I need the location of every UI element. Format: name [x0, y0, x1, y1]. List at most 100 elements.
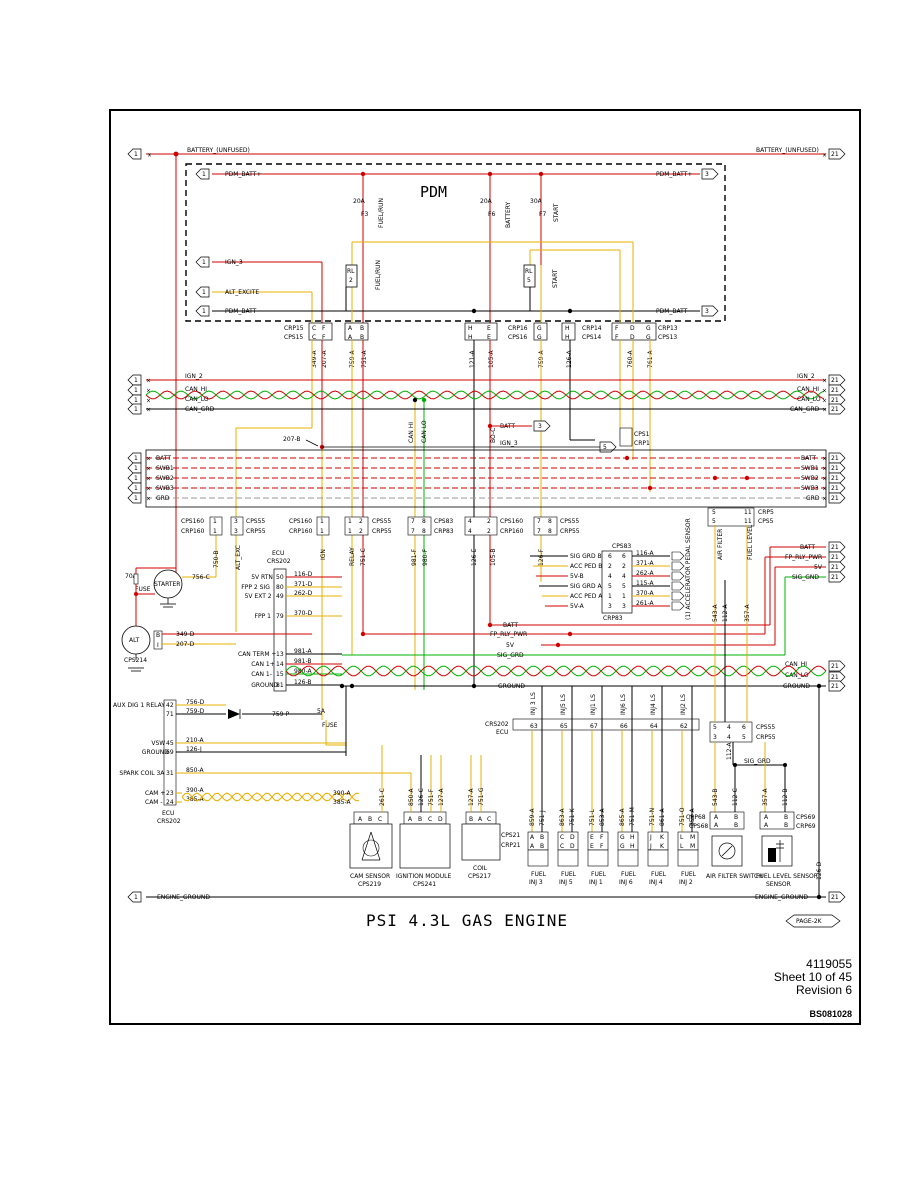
pedal-pin-right: 5	[622, 583, 626, 590]
offpage-ref: 1	[134, 406, 138, 413]
pedal-wire-label: 370-A	[636, 590, 654, 597]
svg-text:3: 3	[705, 308, 709, 315]
svg-text:A: A	[764, 822, 769, 829]
svg-text:543-A: 543-A	[712, 604, 719, 622]
ecu-wire-label: 981-B	[294, 658, 312, 665]
svg-text:3: 3	[705, 171, 709, 178]
offpage-ref-21: 21	[831, 387, 839, 394]
svg-text:IGN_3: IGN_3	[225, 259, 243, 266]
lower-ecu-wire-label: 850-A	[186, 767, 204, 774]
svg-text:CPS160: CPS160	[289, 518, 312, 525]
svg-text:A: A	[358, 816, 363, 823]
svg-text:ECU: ECU	[162, 810, 174, 817]
offpage-ref-21: 21	[831, 574, 839, 581]
svg-text:A: A	[348, 325, 353, 332]
injector-pin: G	[620, 843, 625, 850]
lower-ecu-wire-label: 126-J	[186, 746, 202, 753]
offpage-ref-21: 21	[831, 475, 839, 482]
ecu-pin-number: 49	[276, 593, 284, 600]
svg-text:CRP55: CRP55	[560, 528, 580, 535]
svg-text:BATT: BATT	[503, 622, 518, 629]
svg-text:ECU: ECU	[496, 729, 508, 736]
offpage-x: ×	[146, 486, 151, 493]
svg-text:751-G: 751-G	[478, 787, 485, 806]
pdm-batt-plus-label: PDM_BATT+	[225, 171, 261, 178]
pedal-pin-left: 4	[608, 573, 612, 580]
svg-text:CPS15: CPS15	[284, 334, 303, 341]
svg-text:C: C	[378, 816, 382, 823]
svg-text:2: 2	[487, 528, 491, 535]
injector-wire-label: 751-M	[629, 807, 636, 826]
svg-text:D: D	[630, 325, 635, 332]
svg-text:ENGINE_GROUND: ENGINE_GROUND	[157, 894, 210, 901]
injector-name: INJ 6	[619, 879, 633, 886]
svg-text:7: 7	[411, 528, 415, 535]
svg-text:CPS55: CPS55	[560, 518, 579, 525]
power-line-labels: BATT FP_RLY_PWR 5V SIG_GRD GROUND BATT F…	[490, 544, 823, 690]
ecu-wire-label: 126-B	[294, 679, 312, 686]
pedal-pin-left: 5	[608, 583, 612, 590]
lower-can-pair	[285, 665, 827, 677]
svg-text:2: 2	[487, 518, 491, 525]
svg-text:CAN_GRD: CAN_GRD	[185, 406, 215, 413]
battery-unfused-label: BATTERY_(UNFUSED)	[187, 147, 250, 154]
injector-name: FUEL	[621, 871, 637, 878]
pedal-pin-right: 6	[622, 553, 626, 560]
svg-text:F7: F7	[539, 211, 546, 218]
svg-text:CRP68: CRP68	[686, 814, 706, 821]
offpage-ref: 1	[134, 485, 138, 492]
ecu-wire-label: 262-D	[294, 590, 313, 597]
engine-title: PSI 4.3L GAS ENGINE PAGE-2K	[366, 911, 841, 930]
svg-text:CPS214: CPS214	[124, 657, 147, 664]
offpage-ref: 1	[134, 151, 138, 158]
revision: Revision 6	[795, 983, 852, 997]
offpage-arrow-right	[828, 671, 846, 683]
svg-text:BATT: BATT	[156, 455, 171, 462]
svg-text:1: 1	[202, 308, 206, 315]
svg-text:SWB2: SWB2	[156, 475, 174, 482]
svg-text:CPS14: CPS14	[582, 334, 601, 341]
injector-name: FUEL	[681, 871, 697, 878]
svg-text:CPS217: CPS217	[468, 873, 491, 880]
offpage-x: ×	[146, 456, 151, 463]
svg-text:GROUND: GROUND	[498, 683, 525, 690]
svg-text:CRP160: CRP160	[181, 528, 205, 535]
injector-ecu-pin: 63	[530, 723, 538, 730]
svg-text:390-A: 390-A	[333, 790, 351, 797]
offpage-ref-21: 21	[831, 397, 839, 404]
svg-text:GRD: GRD	[156, 495, 170, 502]
ecu-pin-name: CAN TERM +	[238, 651, 276, 658]
svg-text:SIG_GRD: SIG_GRD	[497, 652, 524, 659]
svg-text:CAN_HI: CAN_HI	[185, 386, 207, 393]
svg-text:CRS202: CRS202	[267, 558, 291, 565]
offpage-arrow-right	[828, 462, 846, 474]
svg-text:IGN_2: IGN_2	[185, 373, 203, 380]
svg-text:105-B: 105-B	[490, 548, 497, 566]
svg-text:SWB1: SWB1	[801, 465, 819, 472]
svg-text:FUSE: FUSE	[135, 586, 151, 593]
svg-text:C: C	[428, 816, 432, 823]
injector-pin: H	[630, 834, 635, 841]
svg-text:980-F: 980-F	[422, 548, 429, 566]
offpage-arrow-right	[828, 394, 846, 406]
injector-pin: H	[630, 843, 635, 850]
svg-text:105-A: 105-A	[488, 350, 495, 368]
svg-text:CPS160: CPS160	[500, 518, 523, 525]
svg-text:5V: 5V	[814, 564, 823, 571]
pdm-box: PDM 1 PDM_BATT+ PDM_BATT+ 3 20A F3 20A F…	[185, 163, 726, 328]
offpage-arrow-right	[828, 403, 846, 415]
svg-text:CRP69: CRP69	[796, 823, 816, 830]
svg-text:ENGINE_GROUND: ENGINE_GROUND	[755, 894, 808, 901]
injector-wire-label: 859-A	[529, 808, 536, 826]
injector-ecu-pin: 62	[680, 723, 688, 730]
offpage-ref: 1	[134, 465, 138, 472]
pedal-pin-right: 3	[622, 603, 626, 610]
ecu-pin-number: 15	[276, 671, 284, 678]
svg-text:385-A: 385-A	[333, 799, 351, 806]
injector-pin: A	[530, 834, 535, 841]
battery-unfused-right: BATTERY_(UNFUSED)	[756, 147, 819, 154]
lower-ecu-pin-number: 23	[166, 790, 174, 797]
svg-text:1: 1	[202, 289, 206, 296]
svg-text:B: B	[360, 334, 364, 341]
svg-text:5: 5	[712, 518, 716, 525]
